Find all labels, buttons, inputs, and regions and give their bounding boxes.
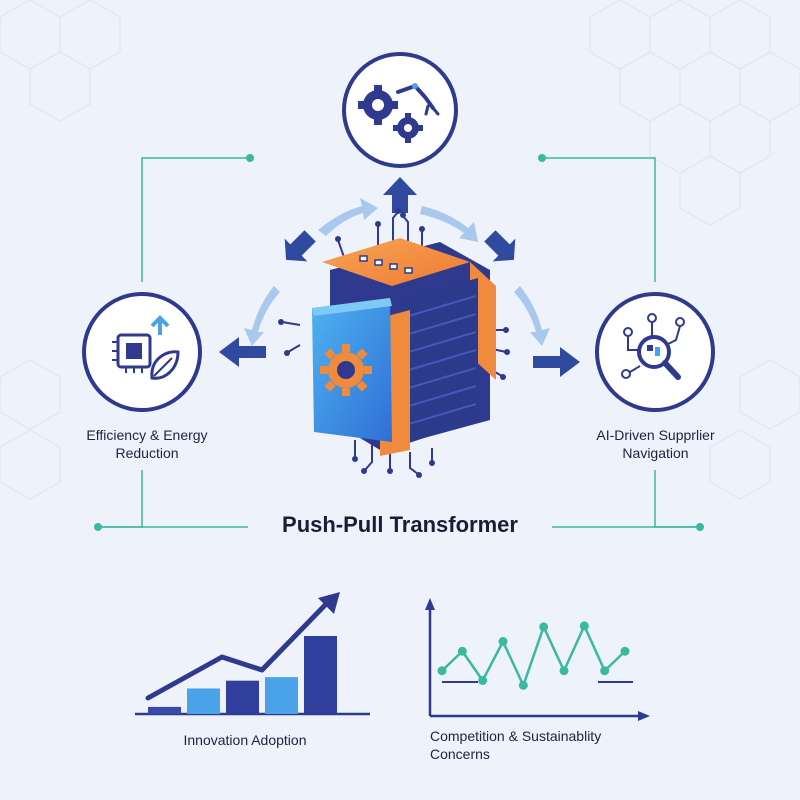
competition-sustainability-chart xyxy=(425,598,650,721)
left-node-label: Efficiency & Energy Reduction xyxy=(72,426,222,462)
data-point-5 xyxy=(518,680,528,690)
innovation-adoption-chart xyxy=(135,592,370,716)
competition-caption-line2: Concerns xyxy=(430,746,490,762)
innovation-adoption-caption: Innovation Adoption xyxy=(183,732,307,748)
left-node xyxy=(82,292,202,412)
right-node xyxy=(595,292,715,412)
top-node xyxy=(342,52,458,168)
trend-arrowhead xyxy=(318,592,340,614)
bar-3 xyxy=(226,680,259,714)
hexagon-background xyxy=(0,0,800,500)
right-node-label: AI-Driven Supprlier Navigation xyxy=(578,426,733,462)
connector-dots xyxy=(94,154,704,531)
trend-line xyxy=(145,597,333,701)
data-point-1 xyxy=(437,666,447,676)
data-point-6 xyxy=(539,622,549,632)
right-node-label-line2: Navigation xyxy=(622,445,689,461)
transformer-core-icon xyxy=(278,208,510,478)
gear-icon xyxy=(320,344,372,396)
bar-2 xyxy=(187,688,220,714)
right-node-label-line1: AI-Driven Supprlier xyxy=(596,427,715,443)
data-point-2 xyxy=(457,646,467,656)
gears-robot-arm-icon xyxy=(358,83,440,143)
data-point-3 xyxy=(478,676,488,685)
data-point-10 xyxy=(620,646,630,656)
flow-arrows xyxy=(219,177,580,377)
left-node-label-line2: Reduction xyxy=(115,445,179,461)
diagram-title: Push-Pull Transformer xyxy=(282,512,518,537)
bar-1 xyxy=(148,706,181,714)
connector-lines xyxy=(98,157,700,528)
x-axis-arrowhead xyxy=(638,711,650,721)
competition-caption-line1: Competition & Sustainablity xyxy=(430,728,602,744)
data-point-4 xyxy=(498,637,508,646)
y-axis-arrowhead xyxy=(425,598,435,610)
data-point-8 xyxy=(579,621,589,631)
data-point-7 xyxy=(559,666,569,676)
chip-leaf-icon xyxy=(112,315,180,380)
competition-caption: Competition & Sustainablity Concerns xyxy=(430,727,650,763)
cycle-arrows xyxy=(244,198,550,346)
left-node-label-line1: Efficiency & Energy xyxy=(86,427,208,443)
network-magnifier-icon xyxy=(621,313,685,380)
data-point-9 xyxy=(600,666,610,676)
bar-5 xyxy=(304,636,337,714)
series-line xyxy=(441,624,626,687)
bar-4 xyxy=(265,677,298,714)
